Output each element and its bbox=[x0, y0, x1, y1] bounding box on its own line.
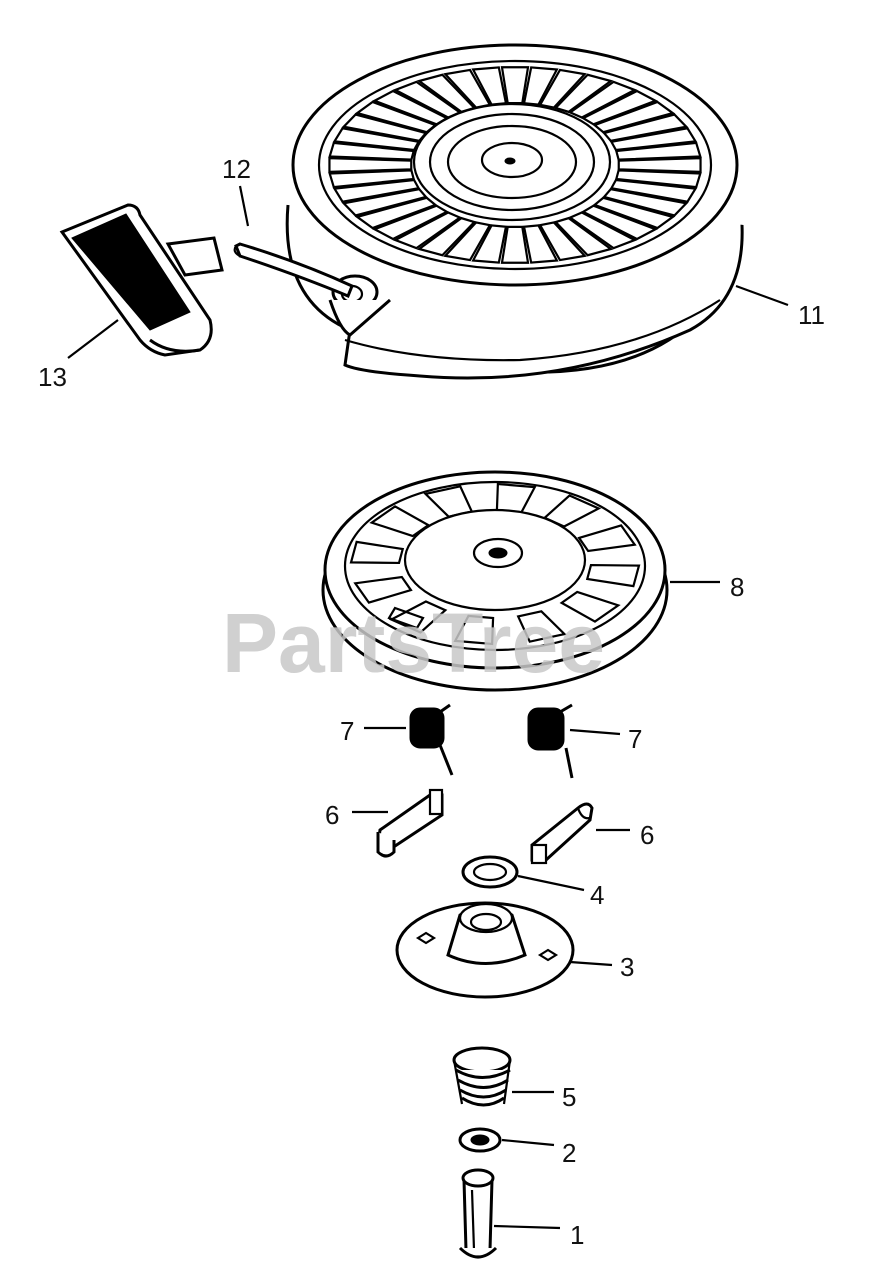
vent-slot bbox=[341, 188, 428, 217]
vent-slot bbox=[567, 80, 638, 119]
vent-slot bbox=[592, 100, 676, 134]
pulley-spoke-window bbox=[585, 563, 641, 588]
callout-8: 8 bbox=[730, 572, 744, 602]
vent-slot bbox=[617, 157, 702, 173]
part-12-starter-rope[interactable] bbox=[233, 242, 354, 298]
vent-slot bbox=[538, 68, 587, 109]
vent-slot bbox=[522, 66, 559, 106]
vent-slot bbox=[416, 216, 477, 257]
pulley-spokes bbox=[349, 482, 641, 646]
vent-slot bbox=[332, 127, 421, 152]
callout-13: 13 bbox=[38, 362, 67, 392]
vent-slot bbox=[354, 196, 438, 230]
pulley-spoke-window bbox=[516, 610, 567, 643]
part-7-spring-left[interactable] bbox=[409, 703, 454, 776]
vent-slot bbox=[602, 113, 689, 142]
part-5-compression-spring[interactable] bbox=[452, 1046, 512, 1107]
callout-5: 5 bbox=[562, 1082, 576, 1112]
vent-slot bbox=[328, 141, 416, 161]
leader-lines bbox=[67, 185, 789, 1230]
vent-slot bbox=[614, 169, 702, 189]
pulley-spoke-window bbox=[453, 614, 495, 646]
part-3-retainer-plate[interactable] bbox=[395, 901, 575, 999]
vent-slot bbox=[567, 211, 638, 250]
part-6-pawl-right[interactable] bbox=[530, 802, 594, 865]
part-11-starter-housing[interactable] bbox=[285, 43, 744, 380]
vent-slot bbox=[522, 224, 559, 264]
vent-slot bbox=[614, 141, 702, 161]
vent-slot bbox=[500, 225, 530, 264]
vent-slot bbox=[392, 211, 463, 250]
part-13-starter-handle[interactable] bbox=[59, 203, 224, 357]
callout-11: 11 bbox=[798, 300, 825, 330]
part-6-pawl-left[interactable] bbox=[376, 788, 444, 858]
vent-slot bbox=[553, 216, 614, 257]
vent-slot bbox=[609, 178, 698, 203]
watermark-text: PartsTree bbox=[222, 596, 605, 690]
pulley-spoke-window bbox=[349, 540, 405, 565]
pulley-spoke-window bbox=[353, 575, 413, 604]
vent-slot bbox=[602, 188, 689, 217]
callout-6-left: 6 bbox=[325, 800, 339, 830]
callout-labels: 12 13 11 8 7 7 6 6 4 3 5 2 1 bbox=[38, 154, 825, 1250]
callout-7-right: 7 bbox=[628, 724, 642, 754]
callout-1: 1 bbox=[570, 1220, 584, 1250]
vent-slot bbox=[592, 196, 676, 230]
housing-vent-slots bbox=[328, 66, 702, 264]
vent-slot bbox=[371, 204, 450, 241]
vent-slot bbox=[580, 89, 659, 126]
part-7-spring-right[interactable] bbox=[527, 703, 574, 779]
part-4-washer[interactable] bbox=[461, 855, 519, 889]
part-2-washer[interactable] bbox=[458, 1127, 502, 1153]
vent-slot bbox=[553, 73, 614, 114]
vent-slot bbox=[443, 221, 492, 262]
callout-3: 3 bbox=[620, 952, 634, 982]
vent-slot bbox=[328, 169, 416, 189]
callout-4: 4 bbox=[590, 880, 604, 910]
vent-slot bbox=[609, 127, 698, 152]
vent-slot bbox=[538, 221, 587, 262]
callout-7-left: 7 bbox=[340, 716, 354, 746]
callout-2: 2 bbox=[562, 1138, 576, 1168]
vent-slot bbox=[471, 224, 508, 264]
vent-slot bbox=[332, 178, 421, 203]
callout-12: 12 bbox=[222, 154, 251, 184]
callout-6-right: 6 bbox=[640, 820, 654, 850]
vent-slot bbox=[580, 204, 659, 241]
vent-slot bbox=[328, 157, 413, 173]
part-1-center-pin[interactable] bbox=[458, 1168, 498, 1259]
pulley-spoke-window bbox=[559, 590, 621, 623]
part-8-rope-pulley[interactable] bbox=[321, 470, 669, 692]
pulley-spoke-window bbox=[577, 524, 637, 553]
